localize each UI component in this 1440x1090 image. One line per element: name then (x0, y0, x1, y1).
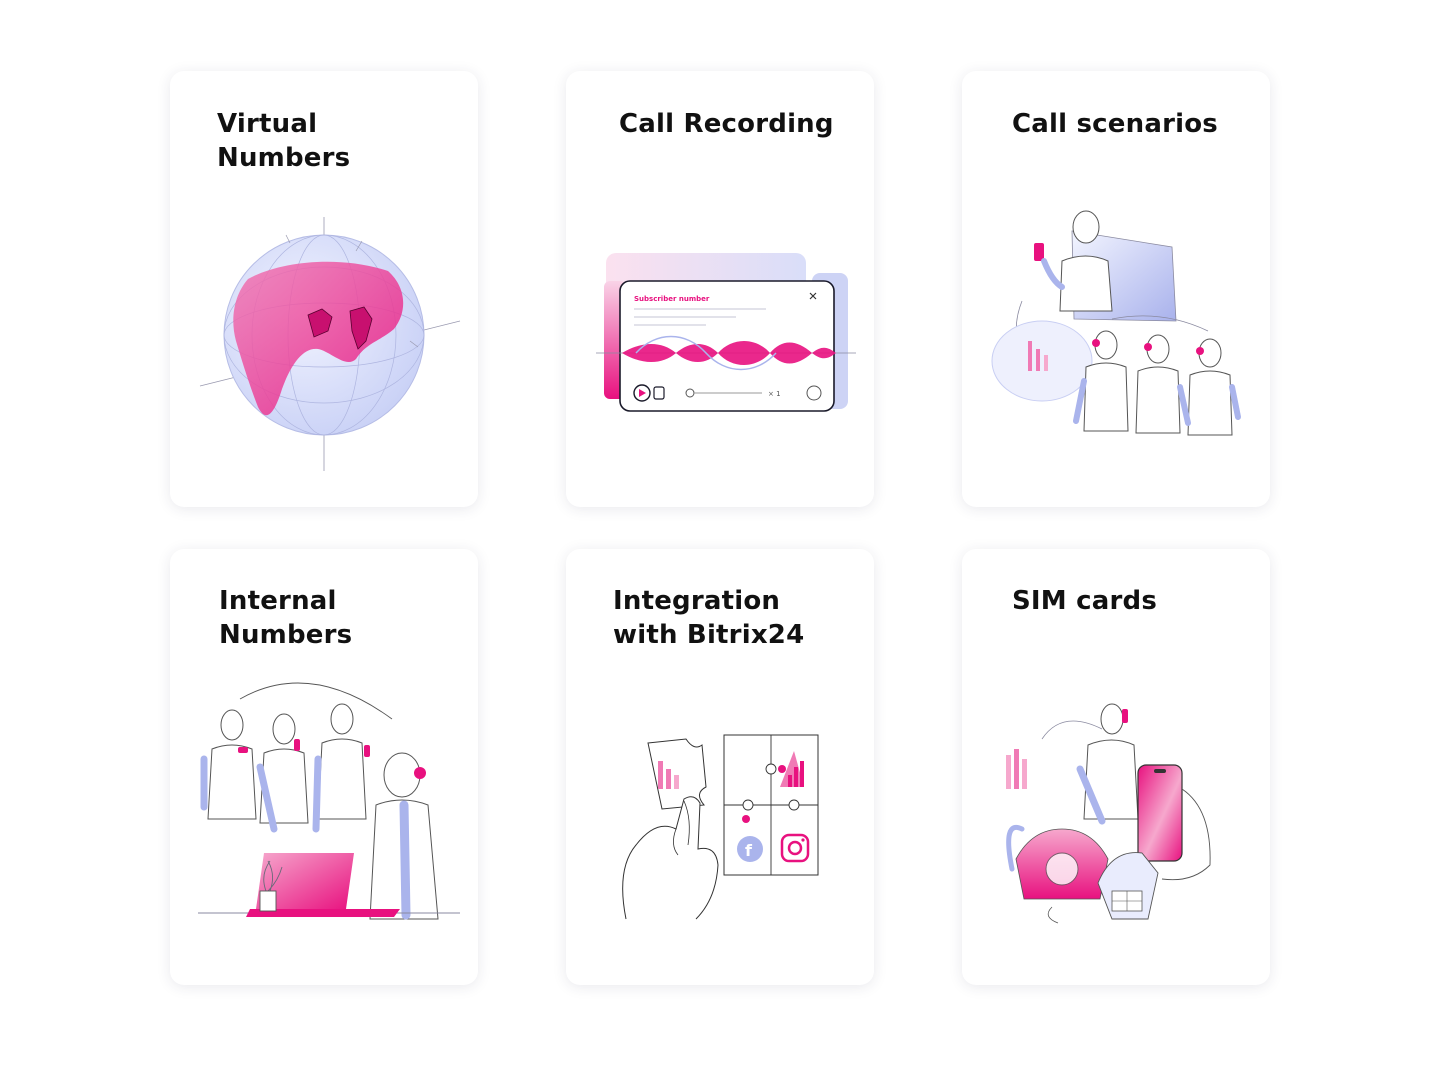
card-internal-numbers[interactable]: Internal Numbers (170, 549, 478, 985)
card-title: SIM cards (1012, 586, 1157, 616)
phones-illustration (962, 669, 1270, 969)
card-integration-bitrix24[interactable]: Integration with Bitrix24 f (566, 549, 874, 985)
puzzle-integration-illustration: f (566, 669, 874, 969)
card-title: Virtual Numbers (217, 109, 351, 173)
card-title: Call scenarios (1012, 109, 1218, 139)
card-title: Integration with Bitrix24 (613, 586, 805, 650)
player-speed: × 1 (768, 390, 781, 398)
player-label: Subscriber number (634, 295, 710, 303)
card-title: Internal Numbers (219, 586, 353, 650)
call-routing-illustration (962, 191, 1270, 491)
card-call-scenarios[interactable]: Call scenarios (962, 71, 1270, 507)
globe-illustration (170, 191, 478, 491)
office-team-illustration (170, 669, 478, 969)
svg-text:f: f (745, 841, 753, 860)
card-sim-cards[interactable]: SIM cards (962, 549, 1270, 985)
card-call-recording[interactable]: Call Recording Subscriber numb (566, 71, 874, 507)
card-virtual-numbers[interactable]: Virtual Numbers (170, 71, 478, 507)
card-title: Call Recording (619, 109, 834, 139)
audio-player-illustration: Subscriber number × 1 (566, 191, 874, 491)
